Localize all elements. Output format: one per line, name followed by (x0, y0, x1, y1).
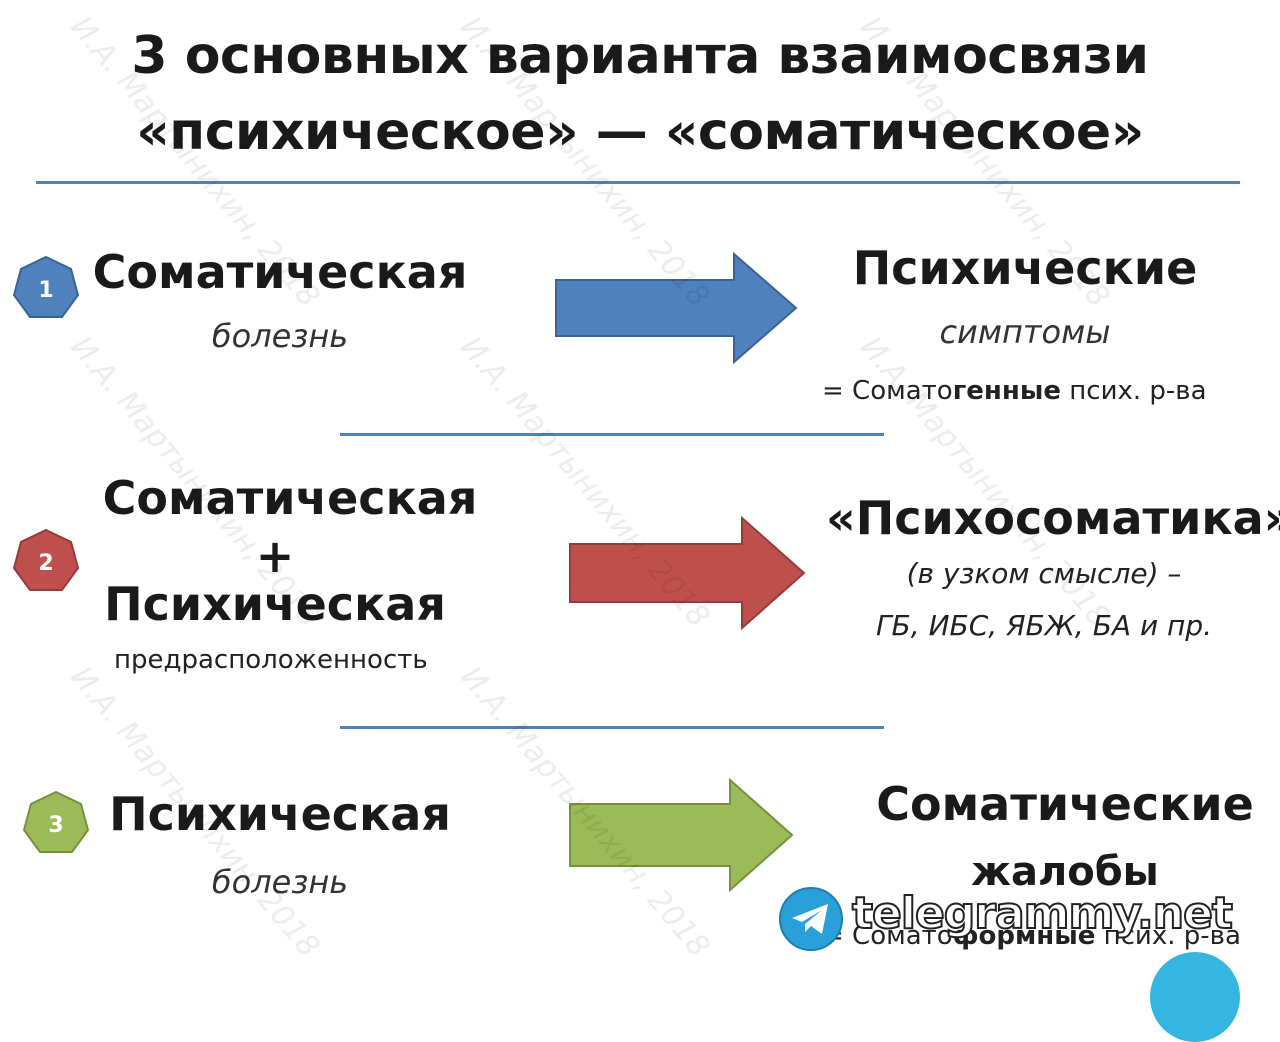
row1-note-suffix: псих. р-ва (1061, 376, 1207, 406)
row1-note-prefix: = Сомато (822, 376, 953, 406)
row3-right-main: Соматические (876, 777, 1254, 831)
title-divider (36, 181, 1240, 184)
row2-left-plus: + (255, 529, 295, 583)
row3-left-sub: болезнь (211, 863, 349, 901)
row3-note-suffix: псих. р-ва (1095, 921, 1241, 951)
row3-note-bold: формные (952, 921, 1096, 951)
telegram-logo-icon (779, 887, 843, 951)
row1-note: = Соматогенные псих. р-ва (822, 375, 1252, 407)
row1-left-main: Соматическая (92, 245, 468, 299)
page-subtitle: «психическое» — «соматическое» (136, 102, 1144, 162)
arrow-2-icon (569, 515, 806, 631)
row2-right-sub2: ГБ, ИБС, ЯБЖ, БА и пр. (875, 609, 1213, 642)
row3-right-sub: жалобы (971, 849, 1159, 895)
arrow-3-icon (569, 777, 794, 893)
badge-2-icon: 2 (12, 528, 80, 591)
row2-right-main: «Психосоматика» (826, 491, 1280, 545)
row1-right-main: Психические (852, 241, 1198, 295)
page-title: 3 основных варианта взаимосвязи (131, 26, 1149, 86)
row2-left-sub: предрасположенность (114, 645, 428, 675)
row3-note-prefix: = Сомато (822, 921, 953, 951)
corner-circle-icon (1150, 952, 1240, 1042)
row3-left-main: Психическая (109, 787, 451, 841)
row1-note-bold: генные (952, 376, 1062, 406)
telegram-watermark-text: telegrammy.net (851, 887, 1234, 940)
badge-3-icon: 3 (22, 790, 90, 853)
row1-left-sub: болезнь (211, 317, 349, 355)
row3-note: = Соматоформные псих. р-ва (822, 920, 1278, 952)
badge-1-number: 1 (38, 278, 53, 303)
arrow-1-icon (555, 251, 798, 365)
row-divider-1 (340, 433, 884, 436)
row2-right-sub1: (в узком смысле) – (906, 557, 1182, 590)
badge-1-icon: 1 (12, 255, 80, 318)
row2-left-line1: Соматическая (102, 471, 478, 525)
row-divider-2 (340, 726, 884, 729)
badge-3-number: 3 (48, 813, 63, 838)
row1-right-sub: симптомы (939, 313, 1111, 351)
badge-2-number: 2 (38, 551, 53, 576)
row2-left-line2: Психическая (104, 577, 446, 631)
